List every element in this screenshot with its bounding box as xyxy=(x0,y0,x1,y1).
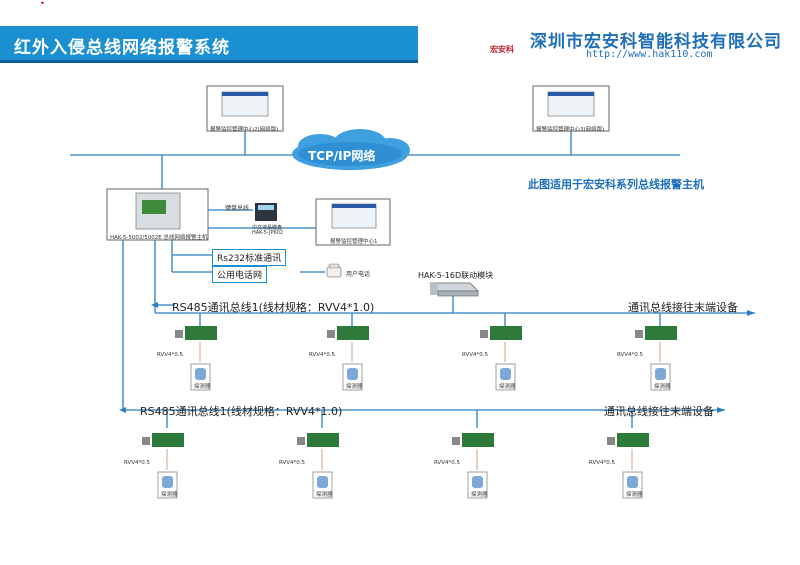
phone-icon xyxy=(326,263,342,278)
circuit-board-icon xyxy=(327,326,369,340)
circuit-board-icon xyxy=(480,326,522,340)
cable-label: RVV4*0.5 xyxy=(462,352,489,358)
alarm-host-icon xyxy=(106,188,209,241)
computer-icon-center1 xyxy=(315,198,391,246)
detector-label: 探测器 xyxy=(626,492,643,498)
cable-label: RVV4*0.5 xyxy=(124,460,151,466)
keypad-model: HAK-5-JP602 xyxy=(252,230,284,236)
keypad-icon xyxy=(255,203,277,221)
logo-text: HongANKE xyxy=(454,35,503,44)
bus2-devices xyxy=(142,433,649,499)
bus2-end-label: 通讯总线接往末端设备 xyxy=(604,405,714,418)
detector-label: 探测器 xyxy=(346,384,363,390)
company-name: 深圳市宏安科智能科技有限公司 xyxy=(530,32,782,52)
detector-label: 探测器 xyxy=(194,384,211,390)
applicability-note: 此图适用于宏安科系列总线报警主机 xyxy=(528,178,704,191)
header-bar xyxy=(0,26,418,63)
computer-icon-center2 xyxy=(206,85,284,132)
cable-label: RVV4*0.5 xyxy=(279,460,306,466)
detector-label: 探测器 xyxy=(654,384,671,390)
center3-label: 报警监控管理中心3(网络版) xyxy=(536,127,605,133)
rs232-label: Rs232标准通讯 xyxy=(212,249,287,266)
center1-label: 报警监控管理中心1 xyxy=(330,239,378,245)
host-label: HAK-5-5002/5002E 总线网络报警主机 xyxy=(110,235,208,241)
bus1-end-label: 通讯总线接往末端设备 xyxy=(628,301,738,314)
company-url[interactable]: http://www.hak110.com xyxy=(586,49,713,60)
logo-shield-icon xyxy=(40,1,46,5)
detector-label: 探测器 xyxy=(161,492,178,498)
detector-label: 探测器 xyxy=(316,492,333,498)
pstn-label: 公用电话网 xyxy=(212,266,268,283)
bus1-devices xyxy=(175,326,677,391)
network-label: TCP/IP网络 xyxy=(308,149,376,163)
linkage-module-icon xyxy=(429,282,479,297)
page-title: 红外入侵总线网络报警系统 xyxy=(14,38,230,58)
module-label: HAK-5-16D联动模块 xyxy=(418,271,494,280)
circuit-board-icon xyxy=(452,433,494,447)
cable-label: RVV4*0.5 xyxy=(617,352,644,358)
cable-label: RVV4*0.5 xyxy=(589,460,616,466)
computer-icon-center3 xyxy=(532,85,610,132)
circuit-board-icon xyxy=(635,326,677,340)
network-cloud-icon xyxy=(292,129,410,170)
circuit-board-icon xyxy=(175,326,217,340)
detector-label: 探测器 xyxy=(471,492,488,498)
cable-label: RVV4*0.5 xyxy=(157,352,184,358)
center2-label: 报警监控管理中心2(网络版) xyxy=(210,127,279,133)
logo-cn: 宏安科 xyxy=(490,45,514,54)
keypad-bus-label: 键盘总线 xyxy=(225,205,250,212)
cable-label: RVV4*0.5 xyxy=(309,352,336,358)
circuit-board-icon xyxy=(297,433,339,447)
phone-label: 用户电话 xyxy=(346,271,371,278)
detector-label: 探测器 xyxy=(499,384,516,390)
bus2-label: RS485通讯总线1(线材规格：RVV4*1.0) xyxy=(140,405,343,418)
circuit-board-icon xyxy=(607,433,649,447)
keypad-label: 中文液晶键盘 xyxy=(252,225,283,231)
bus1-label: RS485通讯总线1(线材规格：RVV4*1.0) xyxy=(172,301,375,314)
circuit-board-icon xyxy=(142,433,184,447)
cable-label: RVV4*0.5 xyxy=(434,460,461,466)
